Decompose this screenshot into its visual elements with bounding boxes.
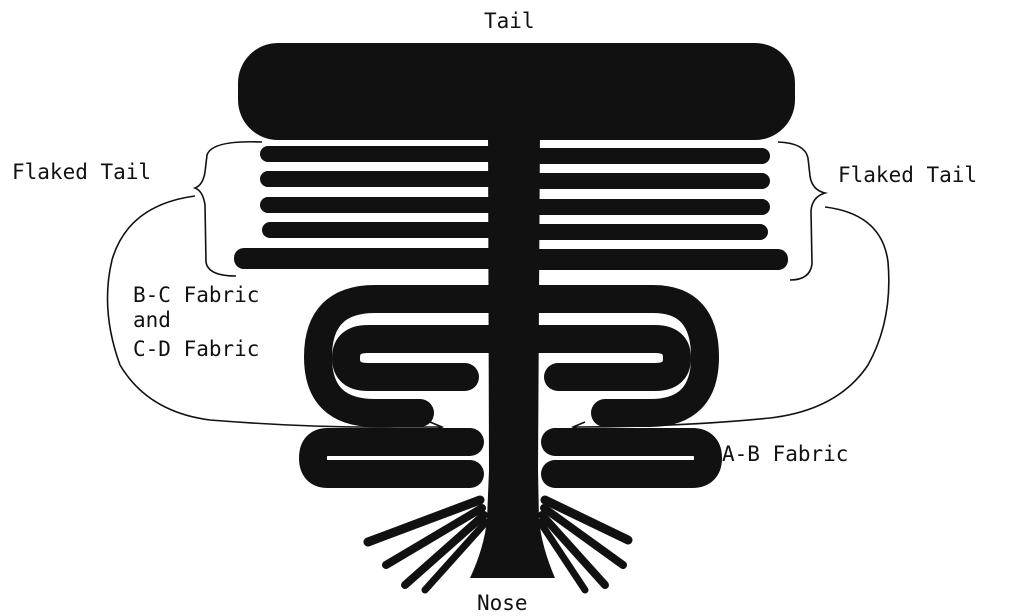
flake-left-4 — [262, 222, 506, 238]
bc-cd-fabric-fold-left — [318, 299, 500, 413]
flake-right-1 — [524, 148, 770, 164]
label-and: and — [133, 308, 171, 332]
label-ab-fabric: A-B Fabric — [722, 442, 848, 466]
flaked-tail-right-layers — [524, 148, 788, 270]
label-bc-fabric: B-C Fabric — [133, 283, 259, 307]
label-tail: Tail — [484, 9, 535, 33]
bc-cd-fabric-fold-right — [528, 299, 705, 413]
label-flaked-tail-left: Flaked Tail — [12, 160, 151, 184]
flake-left-1 — [260, 146, 506, 162]
flake-left-3 — [260, 197, 506, 213]
label-flaked-tail-right: Flaked Tail — [838, 163, 977, 187]
flaked-tail-left-layers — [234, 146, 506, 269]
ab-fabric-fold-left — [313, 442, 470, 474]
label-cd-fabric: C-D Fabric — [133, 337, 259, 361]
label-nose: Nose — [477, 591, 528, 615]
flake-right-5 — [524, 249, 788, 270]
flake-right-3 — [524, 199, 770, 215]
flake-left-5 — [234, 248, 506, 269]
tail-block — [238, 43, 795, 140]
flake-right-4 — [524, 224, 768, 240]
flake-right-2 — [524, 173, 770, 189]
flake-left-2 — [260, 171, 506, 187]
ab-fabric-fold-right — [555, 442, 708, 474]
